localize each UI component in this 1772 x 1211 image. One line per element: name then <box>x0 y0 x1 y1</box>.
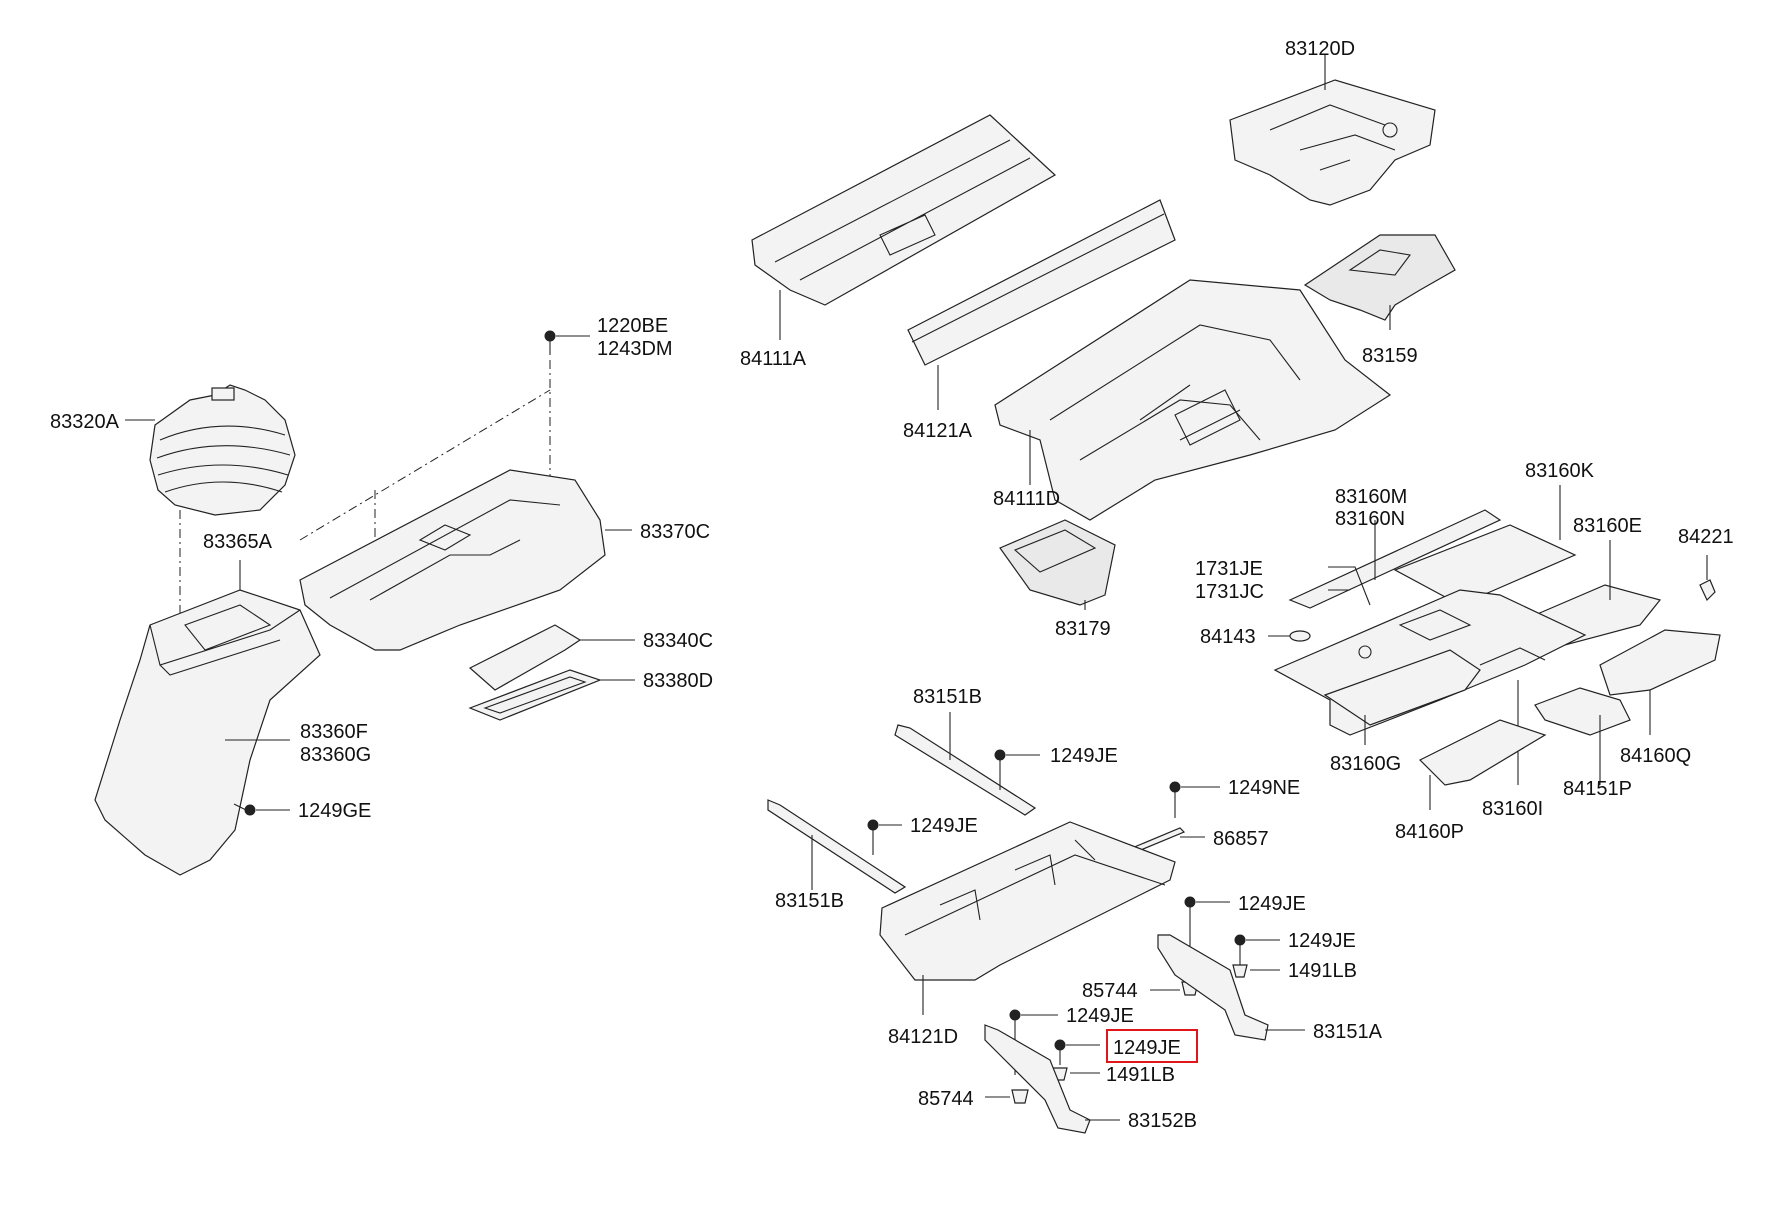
part-84121D <box>879 821 1176 981</box>
label-1249JE-c: 1249JE <box>1238 893 1306 915</box>
label-83365A: 83365A <box>203 531 273 553</box>
label-1243DM: 1243DM <box>597 338 673 360</box>
label-85744-b: 85744 <box>918 1088 974 1110</box>
part-83370C <box>299 469 606 651</box>
screw-1220BE <box>544 330 556 355</box>
label-83152B: 83152B <box>1128 1110 1197 1132</box>
label-83120D: 83120D <box>1285 38 1355 60</box>
part-83151B-bot <box>767 799 907 894</box>
label-84160Q: 84160Q <box>1620 745 1691 767</box>
part-84111D <box>994 279 1392 521</box>
part-83152B <box>984 1024 1091 1134</box>
label-83151A: 83151A <box>1313 1021 1383 1043</box>
screw-1249JE-d <box>1234 934 1246 965</box>
label-83160G: 83160G <box>1330 753 1401 775</box>
part-84143 <box>1289 630 1311 642</box>
part-83365A <box>94 589 321 876</box>
label-84111A: 84111A <box>740 348 807 370</box>
label-1249NE: 1249NE <box>1228 777 1300 799</box>
label-83360F: 83360F <box>300 721 368 743</box>
label-83340C: 83340C <box>643 630 713 652</box>
label-83151B-top: 83151B <box>913 686 982 708</box>
part-83320A <box>149 384 296 516</box>
clip-85744-b <box>1011 1089 1029 1104</box>
label-84121D: 84121D <box>888 1026 958 1048</box>
part-83340C <box>468 624 582 691</box>
label-83179: 83179 <box>1055 618 1111 640</box>
label-1249JE-f[interactable]: 1249JE <box>1113 1037 1181 1059</box>
label-83160M: 83160M <box>1335 486 1407 508</box>
clip-84221 <box>1699 555 1716 602</box>
part-83120D <box>1229 79 1436 206</box>
label-1249JE-b: 1249JE <box>910 815 978 837</box>
part-84151P <box>1534 687 1631 736</box>
label-84143: 84143 <box>1200 626 1256 648</box>
label-1249JE-e: 1249JE <box>1066 1005 1134 1027</box>
label-1220BE: 1220BE <box>597 315 668 337</box>
label-83370C: 83370C <box>640 521 710 543</box>
label-84121A: 84121A <box>903 420 973 442</box>
part-84111A <box>751 114 1057 306</box>
label-1249JE-a: 1249JE <box>1050 745 1118 767</box>
part-83151B-top <box>894 724 1037 816</box>
part-83151A <box>1157 934 1269 1041</box>
part-83160G <box>1273 589 1587 736</box>
label-83151B-bot: 83151B <box>775 890 844 912</box>
highlight-box <box>1106 1029 1198 1063</box>
part-83160K <box>1288 509 1577 609</box>
label-83320A: 83320A <box>50 411 120 433</box>
label-1491LB-b: 1491LB <box>1106 1064 1175 1086</box>
part-84121A <box>907 199 1176 366</box>
part-83159 <box>1303 234 1456 321</box>
screw-1249JE-f <box>1054 1039 1066 1065</box>
label-1731JE: 1731JE <box>1195 558 1263 580</box>
label-1249GE: 1249GE <box>298 800 371 822</box>
label-83380D: 83380D <box>643 670 713 692</box>
label-83160I: 83160I <box>1482 798 1543 820</box>
clip-1491LB-a <box>1232 964 1248 978</box>
label-85744-a: 85744 <box>1082 980 1138 1002</box>
label-83160K: 83160K <box>1525 460 1595 482</box>
label-1731JC: 1731JC <box>1195 581 1264 603</box>
label-1249JE-d: 1249JE <box>1288 930 1356 952</box>
screw-1249JE-a <box>994 749 1006 790</box>
part-84160P <box>1418 719 1547 786</box>
label-84160P: 84160P <box>1395 821 1464 843</box>
label-86857: 86857 <box>1213 828 1269 850</box>
part-84160Q <box>1599 629 1721 696</box>
label-83159: 83159 <box>1362 345 1418 367</box>
screw-1249JE-b <box>867 819 879 855</box>
label-84111D: 84111D <box>993 488 1060 510</box>
label-1491LB-a: 1491LB <box>1288 960 1357 982</box>
label-84221: 84221 <box>1678 526 1734 548</box>
label-83160N: 83160N <box>1335 508 1405 530</box>
screw-1249GE <box>233 803 256 816</box>
label-83160E: 83160E <box>1573 515 1642 537</box>
label-83360G: 83360G <box>300 744 371 766</box>
part-83179 <box>999 519 1116 606</box>
screw-1249NE <box>1169 781 1181 818</box>
label-84151P: 84151P <box>1563 778 1632 800</box>
